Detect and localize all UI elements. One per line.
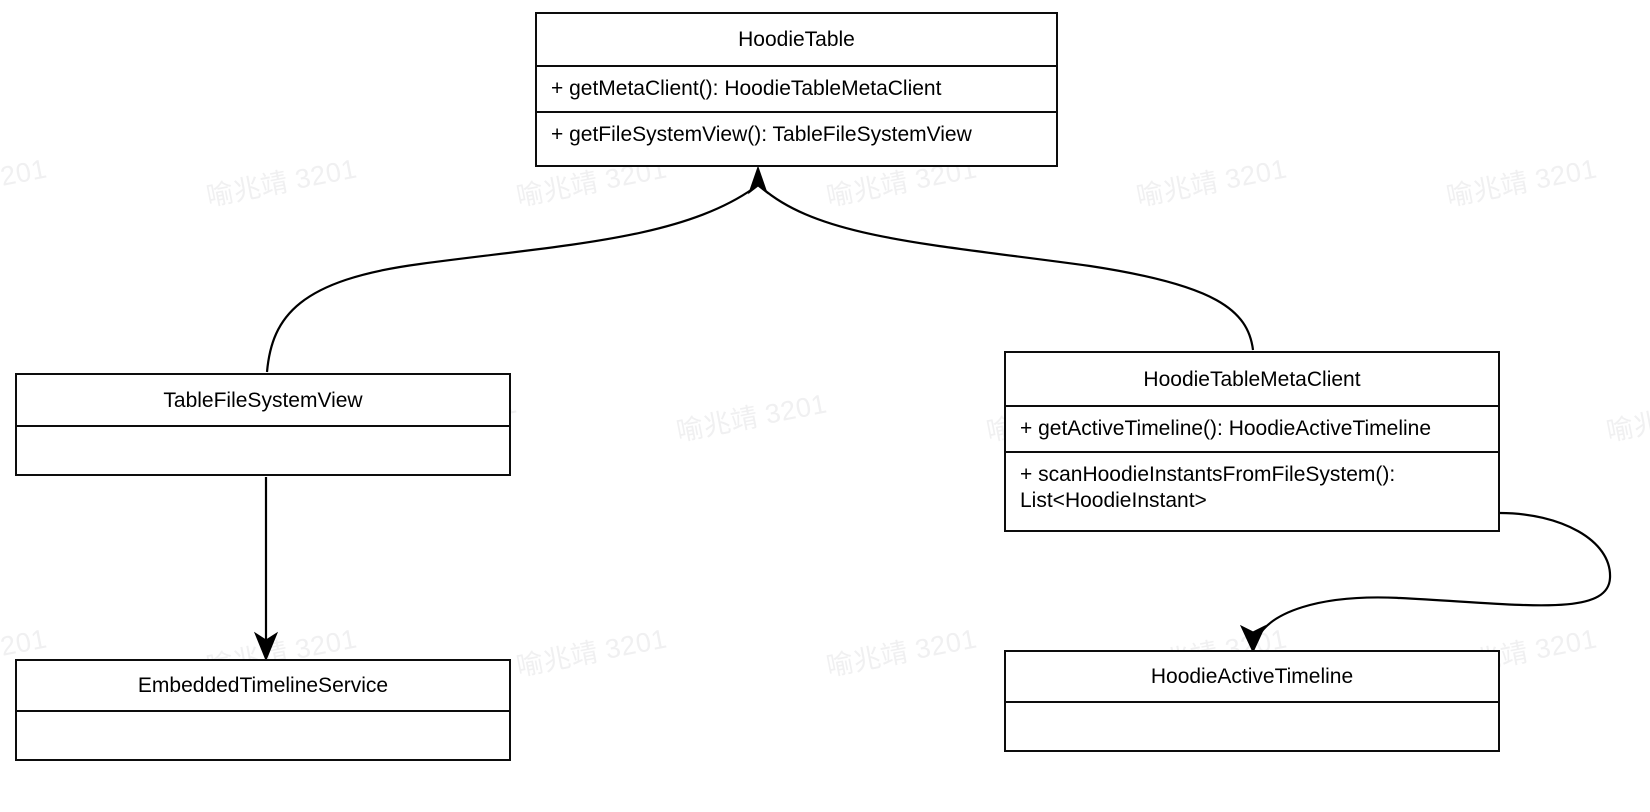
edge-hoodietablemetaclient-to-hoodieactivetimeline: [1254, 511, 1612, 642]
watermark-text: 喻兆靖 3201: [673, 388, 830, 448]
class-name-hoodie-active-timeline: HoodieActiveTimeline: [1006, 652, 1498, 703]
class-box-table-file-system-view[interactable]: TableFileSystemView: [15, 373, 511, 476]
watermark-text: 喻兆靖 3201: [0, 153, 50, 212]
arrowhead-into-embeddedtimelineservice: [253, 631, 279, 662]
class-member: + getMetaClient(): HoodieTableMetaClient: [537, 67, 1056, 113]
class-name-embedded-timeline-service: EmbeddedTimelineService: [17, 661, 509, 712]
class-name-hoodie-table-meta-client: HoodieTableMetaClient: [1006, 353, 1498, 407]
class-name-table-file-system-view: TableFileSystemView: [17, 375, 509, 427]
class-member: + getActiveTimeline(): HoodieActiveTimel…: [1006, 407, 1498, 453]
members-compartment-embedded-timeline-service: [17, 712, 509, 810]
edge-hoodietablemetaclient-to-hoodietable: [761, 187, 1255, 351]
class-box-hoodie-active-timeline[interactable]: HoodieActiveTimeline: [1004, 650, 1500, 752]
watermark-text: 喻兆靖 3201: [203, 153, 360, 213]
class-name-hoodie-table: HoodieTable: [537, 14, 1056, 67]
watermark-text: 喻兆靖 3201: [1133, 153, 1290, 213]
class-member: + getFileSystemView(): TableFileSystemVi…: [551, 123, 972, 146]
watermark-text: 喻兆靖 3201: [823, 623, 980, 683]
watermark-text: 喻兆靖 3201: [1603, 388, 1650, 448]
members-compartment-hoodie-table: + getMetaClient(): HoodieTableMetaClient…: [537, 67, 1056, 157]
watermark-text: 喻兆靖 3201: [513, 623, 670, 683]
class-box-hoodie-table-meta-client[interactable]: HoodieTableMetaClient + getActiveTimelin…: [1004, 351, 1500, 532]
watermark-text: 喻兆靖 3201: [1443, 153, 1600, 213]
class-box-embedded-timeline-service[interactable]: EmbeddedTimelineService: [15, 659, 511, 761]
edge-tablefilesystemview-to-hoodietable: [265, 187, 755, 373]
arrowhead-into-hoodietable: [747, 165, 769, 195]
arrowhead-into-hoodieactivetimeline: [1239, 624, 1267, 654]
class-member: + scanHoodieInstantsFromFileSystem(): Li…: [1020, 463, 1396, 512]
members-compartment-hoodie-table-meta-client: + getActiveTimeline(): HoodieActiveTimel…: [1006, 407, 1498, 523]
members-compartment-table-file-system-view: [17, 427, 509, 526]
members-compartment-hoodie-active-timeline: [1006, 703, 1498, 801]
class-box-hoodie-table[interactable]: HoodieTable + getMetaClient(): HoodieTab…: [535, 12, 1058, 167]
